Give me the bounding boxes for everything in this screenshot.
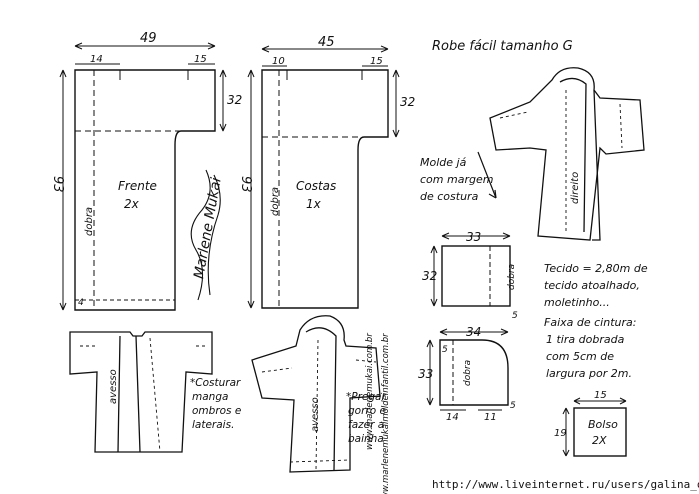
step2-note-line-2: gorro e [348,405,386,417]
pocket-piece-mark-label: 5 [510,401,516,411]
back-qty-label: 1x [306,197,322,211]
signature-scribble [190,169,221,301]
band-fold-label: dobra [507,264,517,290]
pocket-piece-bottom-b-label: 11 [484,412,497,423]
pocket-name-label: Bolso [588,418,618,431]
band-pattern-piece [430,232,511,307]
front-top-right-label: 15 [194,54,207,65]
front-pattern-piece [59,42,227,311]
front-top-left-label: 14 [90,54,103,65]
back-top-left-label: 10 [272,56,285,67]
fabric-note-line-3: moletinho... [544,296,610,309]
seam-note-line-1: Molde já [420,156,467,169]
front-qty-label: 2x [124,197,140,211]
pocket-height-label: 19 [554,428,567,439]
back-fold-label: dobra [270,187,281,216]
note-arrow [477,151,497,199]
band-mark-label: 5 [512,311,518,321]
belt-note-line-2: 1 tira dobrada [546,333,625,346]
front-fold-label: dobra [84,207,95,236]
pocket-pattern-piece [562,397,627,457]
pocket-piece-left-label: 5 [442,345,448,355]
front-name-label: Frente [118,179,157,193]
belt-note-line-1: Faixa de cintura: [544,316,636,329]
front-hem-label: 4 [78,298,84,308]
front-length-label: 93 [50,176,65,193]
pocket-facing-pattern-piece [426,328,509,411]
pocket-piece-bottom-a-label: 14 [446,412,459,423]
robe-illustration [489,67,645,241]
footer-url: http://www.liveinternet.ru/users/galina_… [432,478,699,491]
step1-note-line-3: ombros e [192,405,241,417]
front-width-label: 49 [140,31,157,46]
pocket-piece-width-label: 34 [466,325,481,339]
belt-note-line-4: largura por 2m. [546,367,632,380]
pocket-piece-fold-label: dobra [463,360,473,386]
back-width-label: 45 [318,35,335,50]
step2-inside-label: avesso [310,397,321,432]
step2-note-line-3: fazer a [348,419,384,431]
front-sleeve-label: 32 [227,93,242,107]
fabric-note-line-1: Tecido = 2,80m de [544,262,648,275]
belt-note-line-3: com 5cm de [546,350,614,363]
seam-note-line-2: com margem [420,173,493,186]
vertical-url-2: www.marlenemukaimoldeinfantil.com.br [381,333,391,494]
step1-note-line-4: laterais. [192,419,234,431]
step2-note-line-4: bainha [348,433,384,445]
fabric-note-line-2: tecido atoalhado, [544,279,640,292]
pocket-width-label: 15 [594,390,607,401]
robe-right-side-label: direito [570,172,581,204]
pocket-piece-height-label: 33 [418,367,433,381]
step1-robe-sketch [69,331,213,453]
seam-note-line-3: de costura [420,190,479,203]
back-top-right-label: 15 [370,56,383,67]
back-pattern-piece [247,45,400,309]
signature-text: Marlene Mukai [191,176,225,280]
back-name-label: Costas [296,179,336,193]
pocket-qty-label: 2X [592,434,607,447]
band-width-label: 33 [466,230,481,244]
step2-robe-sketch [251,315,381,473]
step1-note-line-1: *Costurar [190,377,241,389]
band-height-label: 32 [422,269,437,283]
step1-inside-label: avesso [108,369,119,404]
back-sleeve-label: 32 [400,95,415,109]
step1-note-line-2: manga [192,391,228,403]
pattern-title: Robe fácil tamanho G [432,39,573,54]
step2-note-line-1: *Pregar [346,391,386,403]
back-length-label: 93 [238,176,253,193]
vertical-url-1: www.marlenemukai.com.br [365,333,375,450]
